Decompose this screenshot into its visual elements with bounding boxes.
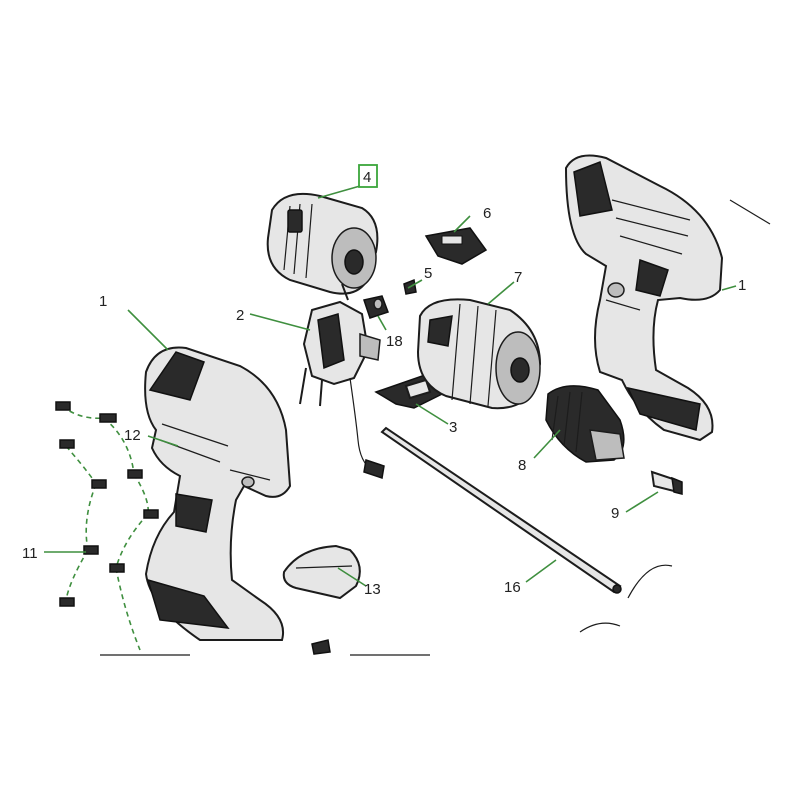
label-rod: 16 <box>504 579 521 596</box>
label-housing-left: 1 <box>99 293 107 310</box>
switch-part[interactable] <box>299 300 385 479</box>
left-housing-part[interactable] <box>144 346 292 641</box>
label-gearbox: 7 <box>514 269 522 286</box>
bottom-fragments <box>100 564 673 656</box>
rod-part[interactable] <box>380 426 622 594</box>
chuck-screw-part[interactable] <box>650 470 683 495</box>
label-chuck: 8 <box>518 457 526 474</box>
label-small-part: 5 <box>424 265 432 282</box>
label-cover: 13 <box>364 581 381 598</box>
right-housing-part[interactable] <box>564 154 771 442</box>
led-part[interactable] <box>363 295 389 319</box>
gearbox-part[interactable] <box>416 298 542 410</box>
label-led: 18 <box>386 333 403 350</box>
label-housing-right: 1 <box>738 277 746 294</box>
highlight-box-4 <box>358 164 378 188</box>
leader-lines <box>44 185 737 587</box>
clip-part[interactable] <box>424 227 488 265</box>
label-clip: 6 <box>483 205 491 222</box>
label-switch: 2 <box>236 307 244 324</box>
motor-part[interactable] <box>266 192 379 301</box>
label-motor: 4 <box>363 169 371 186</box>
chuck-part[interactable] <box>545 385 625 463</box>
screws-group[interactable] <box>55 401 159 651</box>
part-labels: 1 2 4 6 5 18 7 1 3 8 9 11 12 13 16 <box>22 164 746 598</box>
label-forward-reverse: 3 <box>449 419 457 436</box>
label-plate: 12 <box>124 427 141 444</box>
label-chuck-screw: 9 <box>611 505 619 522</box>
cover-part[interactable] <box>282 544 361 600</box>
label-screws: 11 <box>22 545 38 562</box>
